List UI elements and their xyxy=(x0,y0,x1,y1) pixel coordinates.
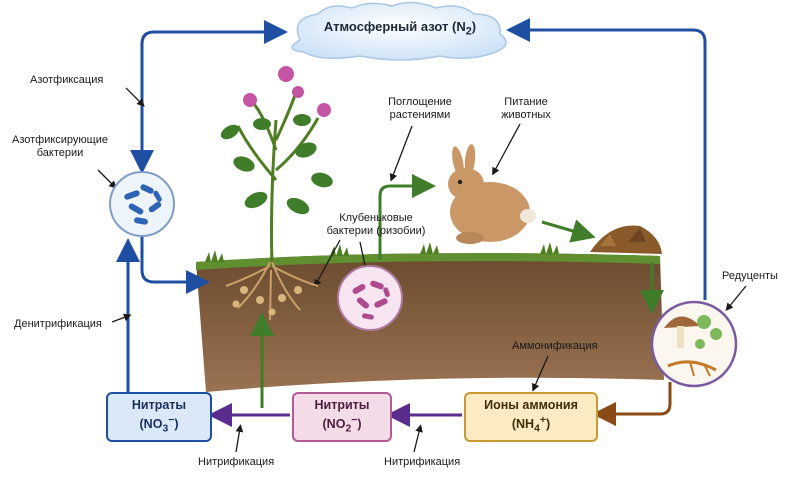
clover-plant xyxy=(220,66,333,321)
label-nitrification-right: Нитрификация xyxy=(384,456,461,468)
soil-layer xyxy=(196,242,664,392)
decomposers-circle xyxy=(650,300,738,388)
label-plant-uptake: Поглощение растениями xyxy=(380,96,460,122)
label-plant-uptake-line1: Поглощение xyxy=(388,96,452,108)
atmospheric-nitrogen-cloud xyxy=(291,1,507,61)
leader-lines xyxy=(97,87,747,453)
nitrates-formula: (NO3−) xyxy=(139,414,179,435)
rhizobia-circle xyxy=(337,265,403,331)
label-animal-feeding-line1: Питание xyxy=(504,96,548,108)
nitrates-name: Нитраты xyxy=(131,397,187,412)
label-fixing-bacteria-line2: бактерии xyxy=(36,147,84,159)
ammonium-formula: (NH4+) xyxy=(511,414,551,435)
nitrites-formula: (NO2−) xyxy=(322,414,362,435)
rabbit xyxy=(448,144,536,244)
ammonium-box: Ионы аммония (NH4+) xyxy=(464,392,598,442)
label-animal-feeding: Питание животных xyxy=(496,96,556,122)
label-denitrification: Денитрификация xyxy=(14,318,102,330)
label-nodule-line2: бактерии (ризобии) xyxy=(326,225,426,237)
label-animal-feeding-line2: животных xyxy=(501,109,551,121)
fixing-bacteria-circle xyxy=(109,171,175,237)
atmospheric-nitrogen-title: Атмосферный азот (N2) xyxy=(323,19,477,38)
nitrites-name: Нитриты xyxy=(314,397,370,412)
label-decomposers: Редуценты xyxy=(722,270,778,282)
label-fixing-bacteria: Азотфиксирующие бактерии xyxy=(8,134,112,160)
nitrates-box: Нитраты (NO3−) xyxy=(106,392,212,442)
label-fixation: Азотфиксация xyxy=(30,74,104,86)
blue-arrows xyxy=(116,18,707,392)
brown-arrow xyxy=(592,382,672,426)
leaf-litter xyxy=(590,225,662,254)
green-arrows xyxy=(250,174,664,408)
label-plant-uptake-line2: растениями xyxy=(389,109,451,121)
nitrites-box: Нитриты (NO2−) xyxy=(292,392,392,442)
ammonium-name: Ионы аммония xyxy=(484,397,578,412)
label-nodule-line1: Клубеньковые xyxy=(339,212,413,224)
label-fixing-bacteria-line1: Азотфиксирующие xyxy=(11,134,108,146)
label-ammonification: Аммонификация xyxy=(512,340,598,352)
label-nodule-bacteria: Клубеньковые бактерии (ризобии) xyxy=(316,212,436,238)
label-nitrification-left: Нитрификация xyxy=(198,456,275,468)
